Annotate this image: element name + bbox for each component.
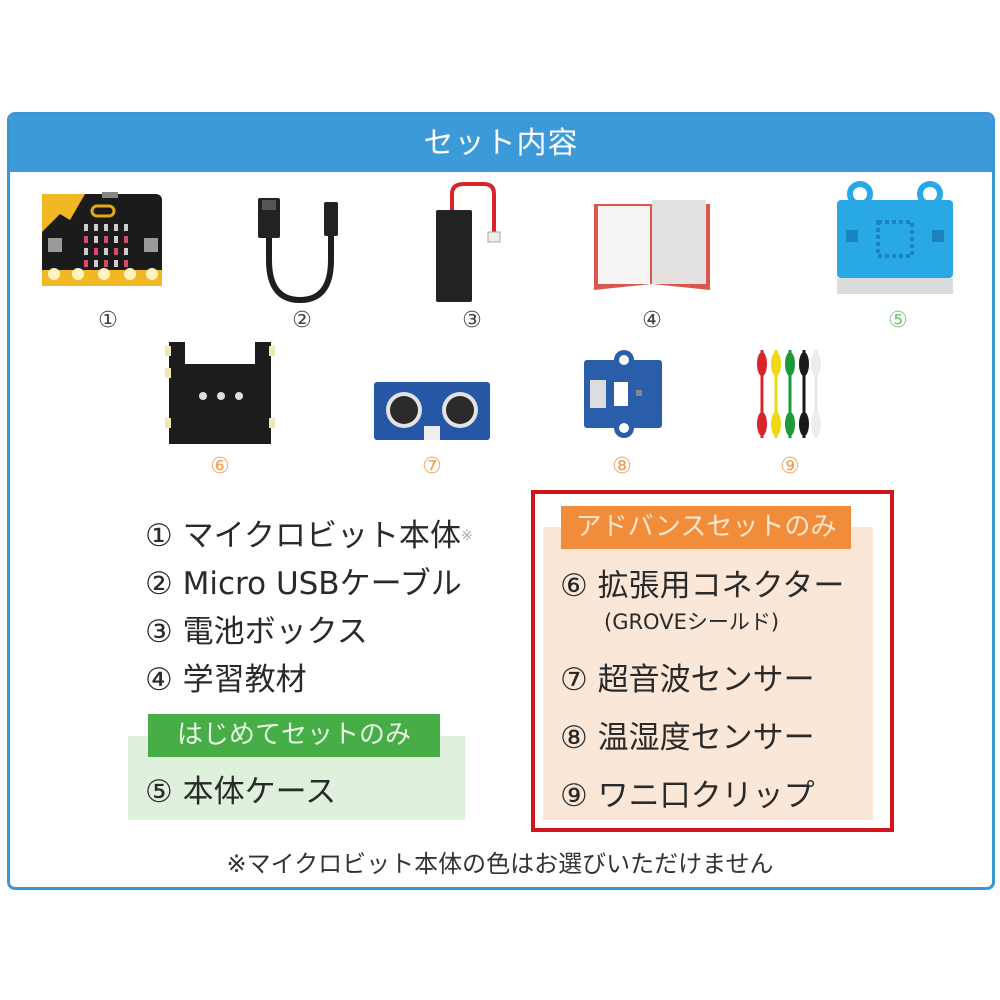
product-number-7: ⑦ [422,454,442,479]
starter-set-label: はじめてセットのみ [148,714,440,757]
list-item: ① マイクロビット本体※ [145,518,473,554]
product-number-5: ⑤ [888,308,908,333]
footnote: ※マイクロビット本体の色はお選びいただけません [226,850,774,878]
product-number-2: ② [292,308,312,333]
advanced-set-box [543,527,873,820]
usb-cable-icon [258,198,338,304]
advanced-item: ⑧ 温湿度センサー [560,720,815,756]
note-mark: ※ [461,528,473,544]
ultrasonic-sensor-icon [374,382,490,440]
advanced-item: ⑦ 超音波センサー [560,662,815,698]
product-number-6: ⑥ [210,454,230,479]
advanced-item: ⑥ 拡張用コネクター [560,568,845,604]
battery-box-icon [436,182,501,302]
temp-humidity-sensor-icon [584,350,662,438]
microbit-board-icon [42,192,162,286]
product-number-3: ③ [462,308,482,333]
microbit-case-icon [837,181,953,294]
panel-title: セット内容 [10,115,992,172]
alligator-clips-icon [757,350,821,438]
basic-contents-list: ① マイクロビット本体※ ② Micro USBケーブル ③ 電池ボックス ④ … [145,512,473,704]
list-item: ② Micro USBケーブル [145,566,462,602]
advanced-set-border [531,490,894,832]
advanced-item-subtitle: (GROVEシールド) [604,610,780,634]
product-number-4: ④ [642,308,662,333]
product-number-9: ⑨ [780,454,800,479]
list-item: ④ 学習教材 [145,662,307,698]
grove-shield-icon [165,342,275,444]
product-number-8: ⑧ [612,454,632,479]
product-number-1: ① [98,308,118,333]
advanced-item: ⑨ ワニ口クリップ [560,778,815,814]
advanced-set-label: アドバンスセットのみ [561,506,851,549]
list-item: ③ 電池ボックス [145,614,368,650]
starter-item: ⑤ 本体ケース [145,774,337,810]
textbook-icon [594,200,710,290]
